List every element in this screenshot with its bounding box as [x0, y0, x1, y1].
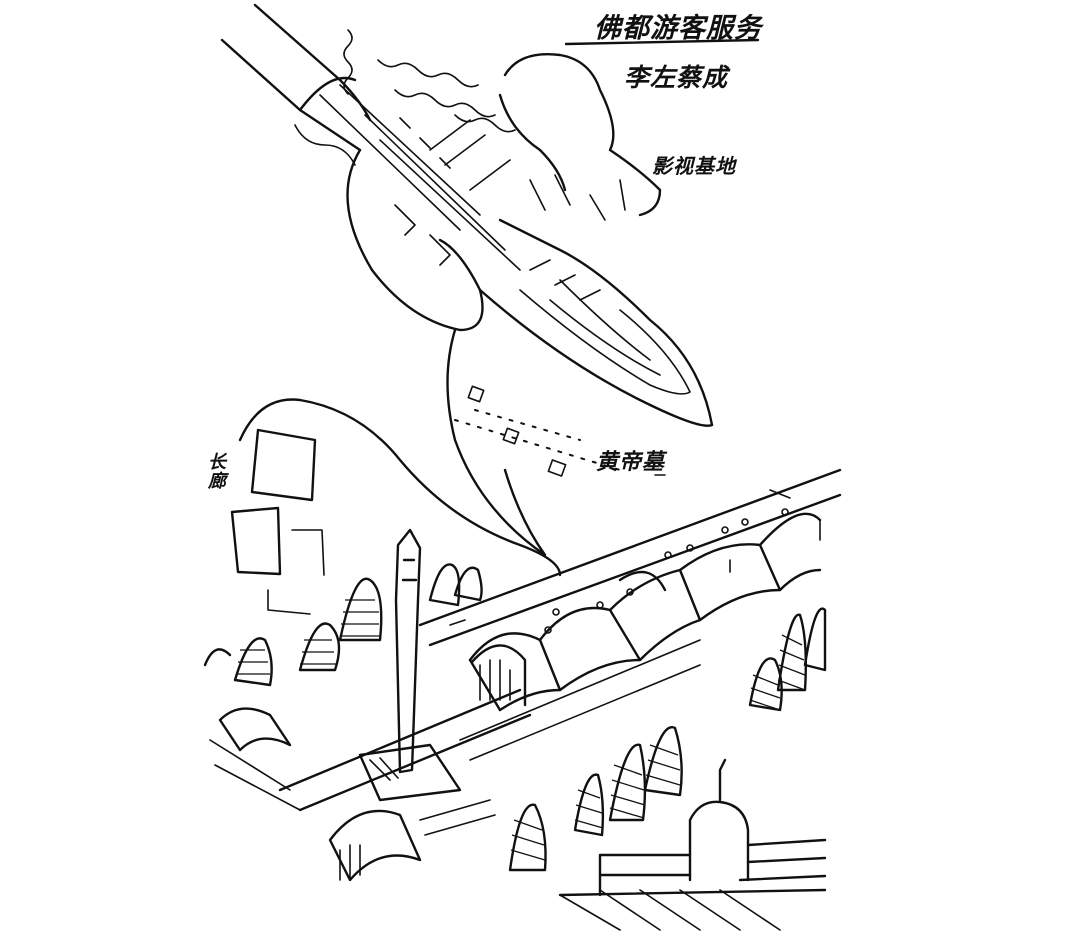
tower	[358, 528, 462, 802]
processional-path	[238, 385, 621, 577]
title-underline	[564, 38, 760, 46]
lower-vaults	[209, 688, 532, 882]
label-tomb: 黄帝墓	[596, 449, 666, 475]
upper-curved-form	[220, 3, 714, 557]
label-name: 李左蔡成	[624, 63, 729, 92]
label-corridor: 长廊	[205, 452, 226, 490]
misc-marks	[449, 474, 821, 626]
label-film-base: 影视基地	[652, 154, 736, 178]
vaulted-halls	[418, 468, 842, 761]
wavy-contours	[294, 29, 662, 221]
trees	[203, 563, 827, 872]
panels-left	[230, 428, 325, 615]
domed-pavilion	[558, 758, 827, 931]
label-visitor-service: 佛都游客服务	[594, 13, 762, 44]
